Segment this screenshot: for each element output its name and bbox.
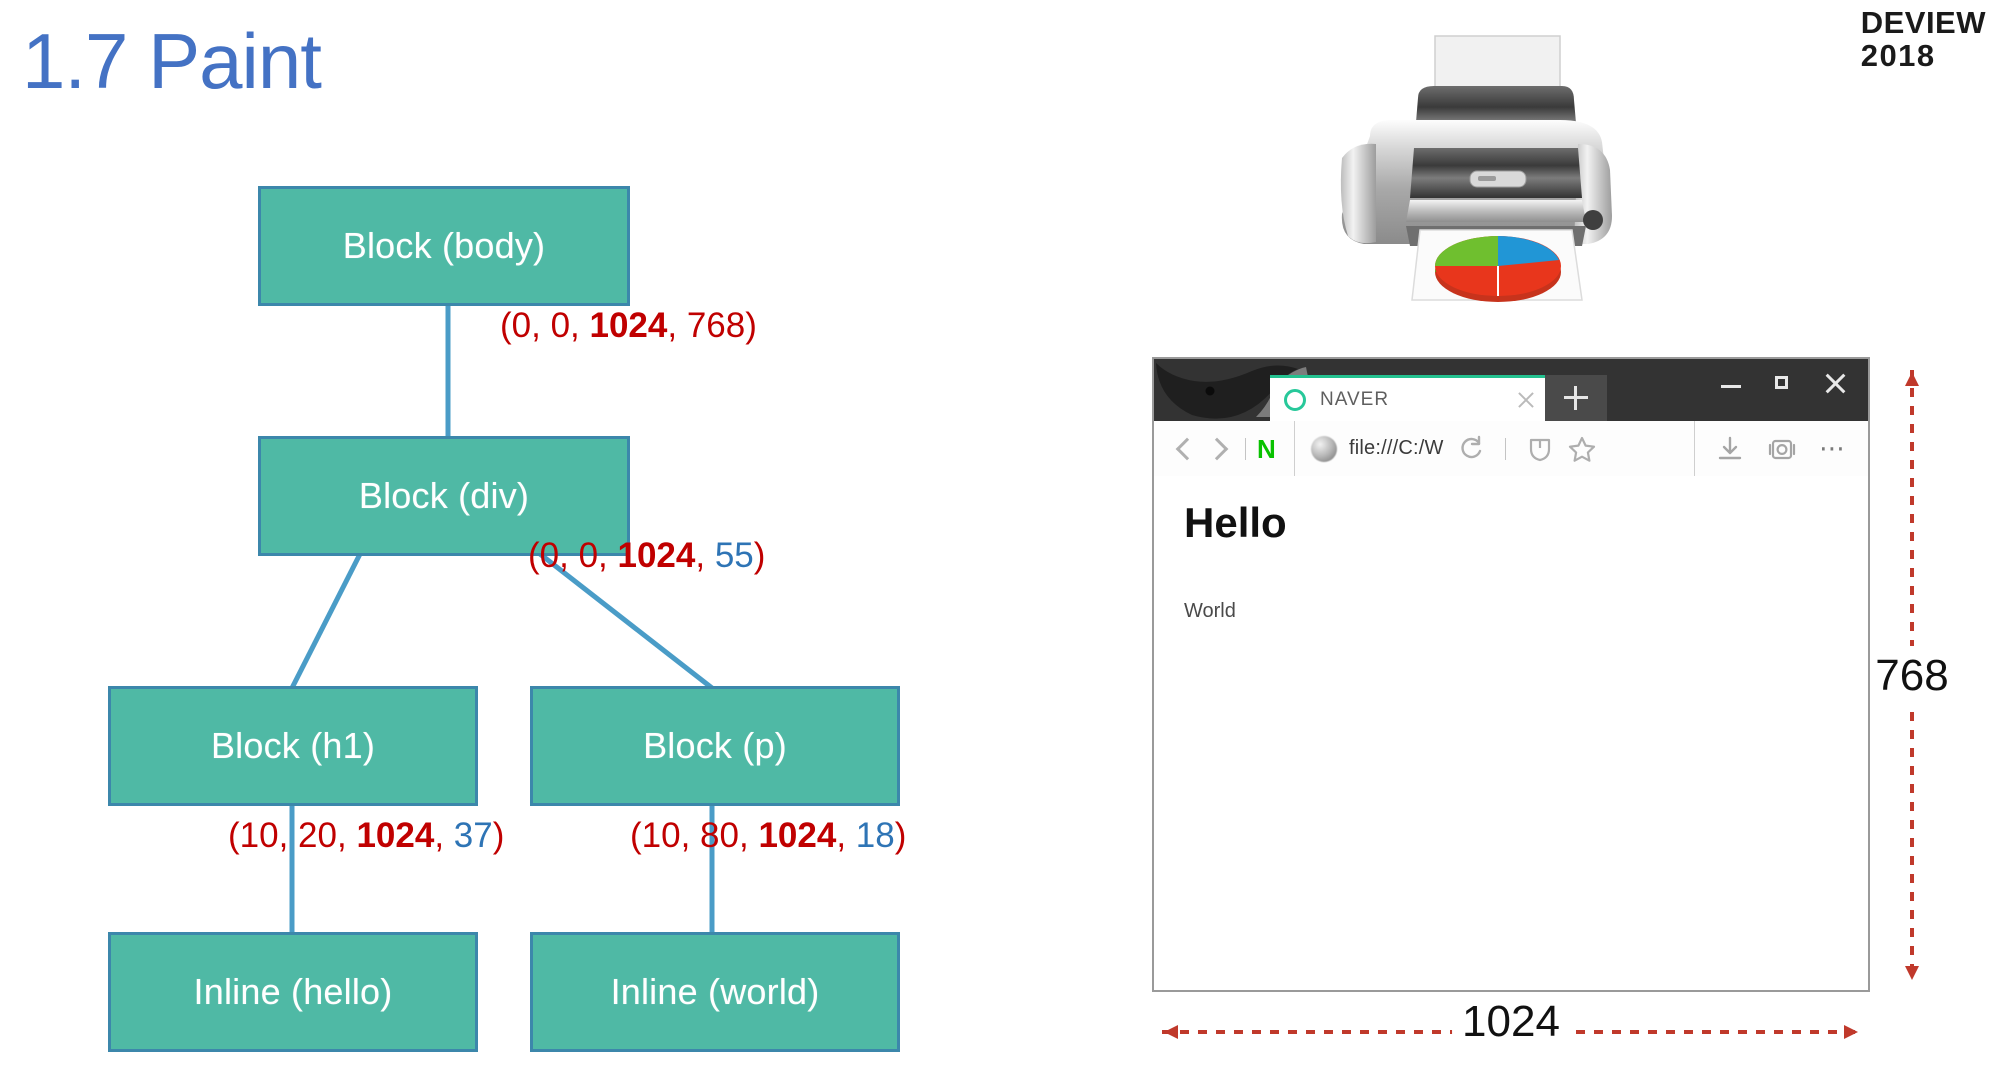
coord-label-p: (10, 80, 1024, 18) xyxy=(630,816,907,855)
coord-close: ) xyxy=(894,816,907,855)
coord-h: 37 xyxy=(453,816,493,855)
back-icon[interactable] xyxy=(1170,434,1200,464)
coord-w: 1024 xyxy=(758,816,837,855)
window-controls xyxy=(1720,359,1860,407)
more-menu-icon[interactable]: ⋯ xyxy=(1819,432,1848,463)
page-paragraph: World xyxy=(1184,600,1236,623)
coord-x: 0 xyxy=(539,536,560,575)
toolbar-right-group: ⋯ xyxy=(1695,434,1868,464)
close-button[interactable] xyxy=(1824,372,1846,394)
render-tree-diagram: Block (body) Block (div) Block (h1) Bloc… xyxy=(0,0,980,1079)
deview-logo: DEVIEW 2018 xyxy=(1861,6,1986,72)
coord-label-body: (0, 0, 1024, 768) xyxy=(500,306,757,345)
coord-w: 1024 xyxy=(356,816,435,855)
coord-x: 0 xyxy=(511,306,532,345)
divider xyxy=(1245,437,1246,460)
width-dimension: 1024 xyxy=(1152,1000,1870,1052)
coord-open: ( xyxy=(528,536,540,575)
tree-node-inline-hello[interactable]: Inline (hello) xyxy=(108,932,478,1052)
tree-node-p-label: Block (p) xyxy=(643,725,787,766)
width-dimension-label: 1024 xyxy=(1452,1000,1570,1044)
coord-close: ) xyxy=(492,816,505,855)
address-bar[interactable]: file:///C:/W xyxy=(1294,421,1695,476)
coord-h: 55 xyxy=(714,536,754,575)
coord-y: 0 xyxy=(550,306,571,345)
browser-titlebar: NAVER xyxy=(1154,359,1868,421)
tab-favicon-icon xyxy=(1284,388,1306,411)
height-dimension-label: 768 xyxy=(1873,646,1951,706)
tab-naver-label: NAVER xyxy=(1320,388,1390,410)
deview-logo-line2: 2018 xyxy=(1860,38,1936,74)
coord-close: ) xyxy=(753,536,766,575)
forward-icon[interactable] xyxy=(1204,434,1234,464)
coord-label-h1: (10, 20, 1024, 37) xyxy=(228,816,505,855)
tree-node-h1[interactable]: Block (h1) xyxy=(108,686,478,806)
coord-label-div: (0, 0, 1024, 55) xyxy=(528,536,766,575)
deview-logo-line1: DEVIEW xyxy=(1860,5,1986,40)
tree-edges xyxy=(289,304,715,935)
screenshot-capture-icon[interactable] xyxy=(1767,434,1797,464)
reload-icon[interactable] xyxy=(1456,434,1486,464)
browser-toolbar: N file:///C:/W xyxy=(1154,421,1868,477)
coord-close: ) xyxy=(745,306,757,345)
page-content: Hello World xyxy=(1154,476,1868,990)
address-text: file:///C:/W xyxy=(1349,437,1444,459)
tree-node-inline-world-label: Inline (world) xyxy=(610,971,820,1012)
printer-icon xyxy=(1340,35,1612,302)
minimize-button[interactable] xyxy=(1720,372,1742,394)
coord-h: 768 xyxy=(686,306,746,345)
tree-node-p[interactable]: Block (p) xyxy=(530,686,900,806)
naver-home-icon[interactable]: N xyxy=(1257,433,1276,464)
download-icon[interactable] xyxy=(1715,434,1745,464)
pie-chart-on-paper xyxy=(1435,236,1561,302)
coord-x: 10 xyxy=(641,816,681,855)
coord-w: 1024 xyxy=(589,306,668,345)
new-tab-button[interactable] xyxy=(1545,375,1607,421)
tree-node-inline-world[interactable]: Inline (world) xyxy=(530,932,900,1052)
tree-node-div[interactable]: Block (div) xyxy=(258,436,630,556)
page-title: 1.7 Paint xyxy=(22,17,322,105)
tab-naver[interactable]: NAVER xyxy=(1270,375,1545,421)
coord-open: ( xyxy=(500,306,512,345)
coord-y: 80 xyxy=(700,816,739,855)
height-dimension: 768 xyxy=(1873,360,1951,992)
browser-window: NAVER N file:///C:/W xyxy=(1152,357,1870,992)
divider xyxy=(1504,437,1506,460)
coord-open: ( xyxy=(228,816,240,855)
coord-y: 0 xyxy=(578,536,599,575)
star-icon[interactable] xyxy=(1567,434,1597,464)
site-favicon-icon xyxy=(1311,435,1337,462)
browser-tabstrip: NAVER xyxy=(1270,375,1607,421)
tree-node-inline-hello-label: Inline (hello) xyxy=(193,971,393,1012)
coord-x: 10 xyxy=(239,816,279,855)
tree-node-body-label: Block (body) xyxy=(342,225,546,266)
tree-node-h1-label: Block (h1) xyxy=(210,725,376,766)
tab-close-icon[interactable] xyxy=(1517,391,1535,409)
coord-open: ( xyxy=(630,816,642,855)
coord-h: 18 xyxy=(855,816,895,855)
coord-w: 1024 xyxy=(617,536,696,575)
coord-y: 20 xyxy=(298,816,337,855)
tree-node-body[interactable]: Block (body) xyxy=(258,186,630,306)
page-heading: Hello xyxy=(1184,499,1287,546)
navigation-group: N xyxy=(1154,434,1294,464)
maximize-button[interactable] xyxy=(1772,372,1794,394)
tree-node-div-label: Block (div) xyxy=(358,475,530,516)
shield-icon[interactable] xyxy=(1525,434,1555,464)
